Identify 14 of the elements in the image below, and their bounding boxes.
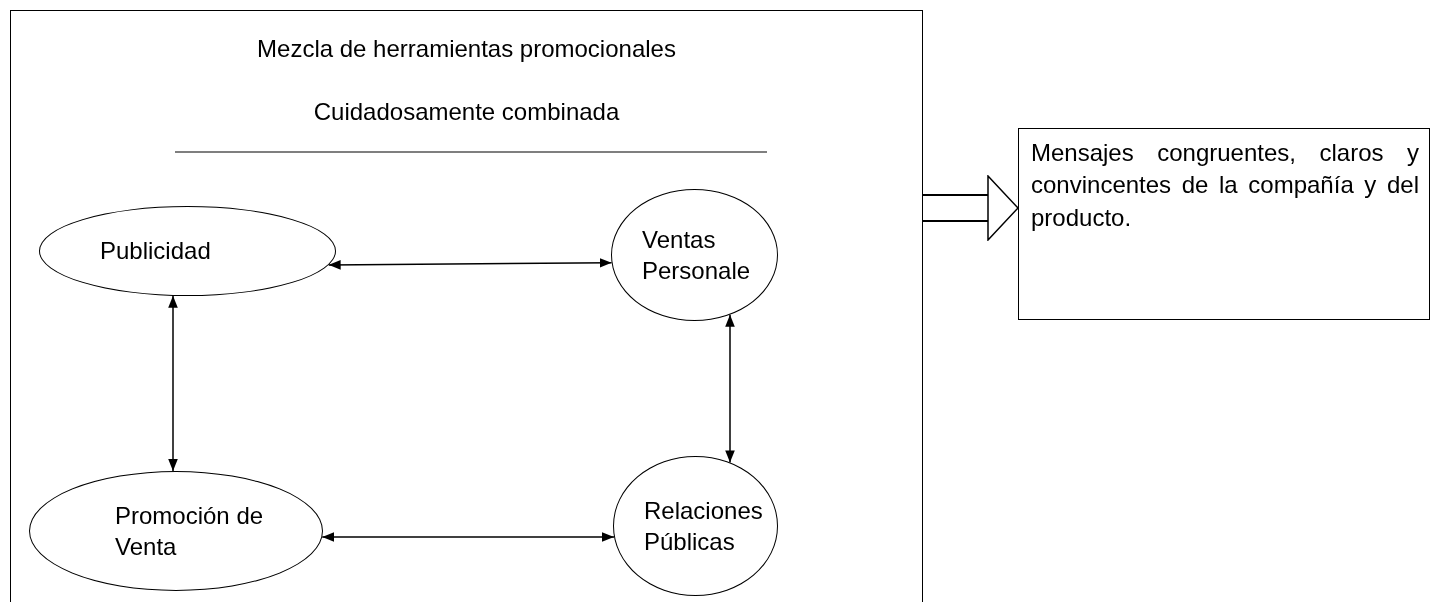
double-arrow — [725, 314, 735, 464]
node-label: Publicidad — [100, 236, 211, 267]
double-arrow — [168, 295, 178, 472]
heading: Mezcla de herramientas promocionales — [256, 34, 677, 64]
node-label: Relaciones Públicas — [644, 495, 764, 557]
block-arrow — [923, 175, 1019, 241]
text-box — [1018, 128, 1430, 320]
double-arrow — [327, 258, 613, 270]
node-label: Ventas Personale — [642, 224, 752, 286]
double-arrow — [321, 532, 615, 542]
node-label: Promoción de Venta — [115, 500, 265, 562]
subheading: Cuidadosamente combinada — [312, 97, 621, 127]
container-box — [10, 10, 923, 602]
description-text: Mensajes congruentes, claros y convincentes de la compañía y del producto. — [1031, 138, 1419, 233]
